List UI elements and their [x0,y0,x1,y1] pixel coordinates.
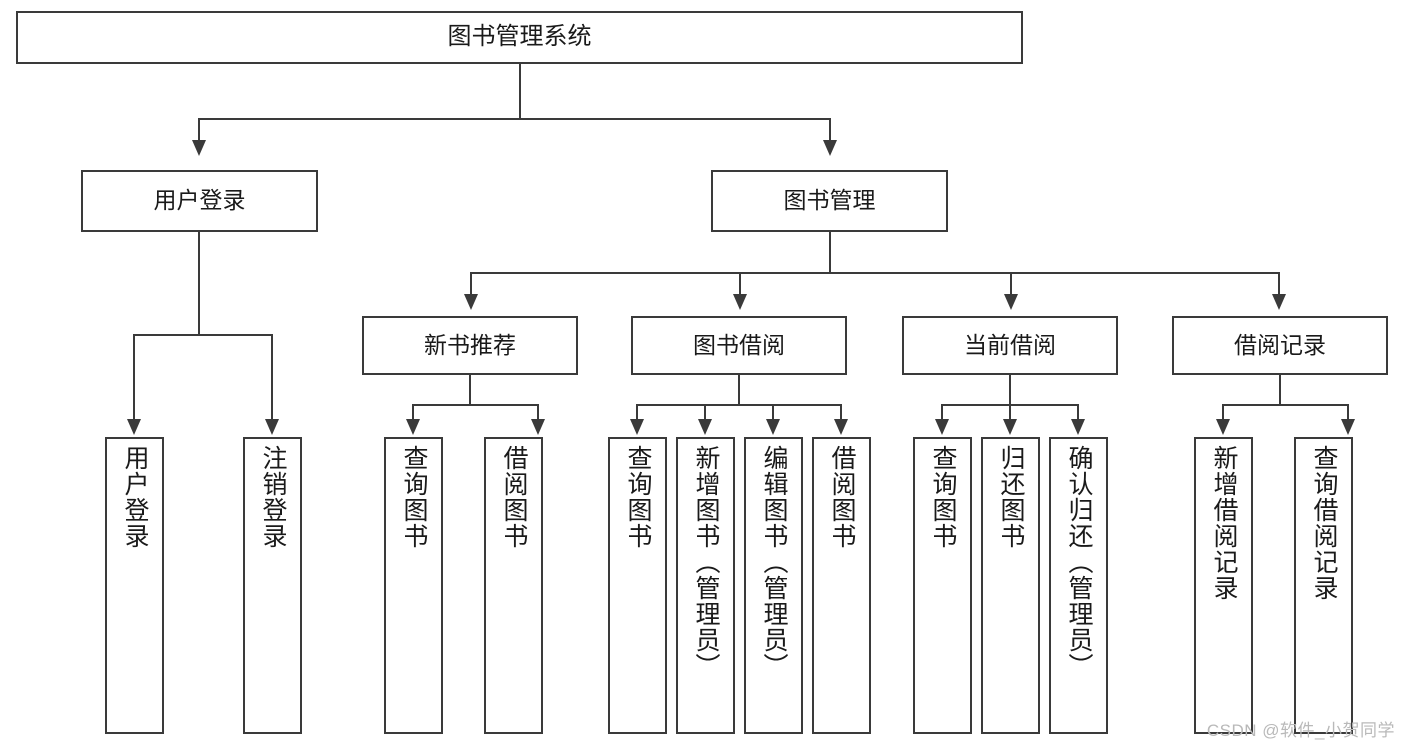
arrowhead-new-book [464,294,478,310]
arrowhead-leaf-borrow-book-1 [531,419,545,435]
edge-user-login-branch-2 [271,334,273,421]
edge-book-borrow-branch-1 [636,404,638,421]
edge-book-borrow-branch-2 [704,404,706,421]
node-label: 新增借阅记录 [1210,445,1238,601]
node-label: 查询图书 [400,445,428,549]
node-label: 借阅图书 [828,445,856,549]
edge-new-book-bus [412,404,539,406]
edge-current-borrow-stem [1009,375,1011,406]
node-current-borrow[interactable]: 当前借阅 [902,316,1118,375]
edge-book-mgmt-stem [829,232,831,274]
node-label: 编辑图书（管理员） [760,445,788,679]
edge-new-book-branch-1 [412,404,414,421]
arrowhead-leaf-edit-book [766,419,780,435]
leaf-user-login[interactable]: 用户登录 [105,437,164,734]
arrowhead-user-login [192,140,206,156]
leaf-confirm-return-admin[interactable]: 确认归还（管理员） [1049,437,1108,734]
arrowhead-book-borrow [733,294,747,310]
arrowhead-leaf-confirm-return [1071,419,1085,435]
edge-current-borrow-branch-2 [1009,404,1011,421]
node-label: 查询图书 [929,445,957,549]
node-book-management[interactable]: 图书管理 [711,170,948,232]
node-label: 确认归还（管理员） [1065,445,1093,679]
edge-root-bus [198,118,831,120]
edge-root-to-book-mgmt [829,118,831,142]
arrowhead-leaf-logout [265,419,279,435]
arrowhead-leaf-return-book [1003,419,1017,435]
arrowhead-leaf-borrow-book-2 [834,419,848,435]
leaf-borrow-book-new[interactable]: 借阅图书 [484,437,543,734]
edge-borrow-record-bus [1222,404,1349,406]
edge-current-borrow-branch-1 [941,404,943,421]
node-label: 图书管理 [783,187,876,214]
leaf-return-book[interactable]: 归还图书 [981,437,1040,734]
edge-book-borrow-bus [636,404,842,406]
node-label: 当前借阅 [964,331,1056,358]
edge-user-login-stem [198,232,200,336]
edge-root-to-user-login [198,118,200,142]
edge-bus-to-book-borrow [739,272,741,296]
arrowhead-leaf-add-record [1216,419,1230,435]
leaf-add-book-admin[interactable]: 新增图书（管理员） [676,437,735,734]
leaf-query-book-borrow[interactable]: 查询图书 [608,437,667,734]
node-label: 新增图书（管理员） [692,445,720,679]
leaf-borrow-book-borrow[interactable]: 借阅图书 [812,437,871,734]
arrowhead-leaf-query-book-1 [406,419,420,435]
edge-user-login-bus [133,334,273,336]
node-root-system[interactable]: 图书管理系统 [16,11,1023,64]
arrowhead-borrow-record [1272,294,1286,310]
leaf-add-borrow-record[interactable]: 新增借阅记录 [1194,437,1253,734]
node-label: 图书管理系统 [447,23,592,51]
arrowhead-leaf-query-book-3 [935,419,949,435]
arrowhead-leaf-query-book-2 [630,419,644,435]
edge-bus-to-new-book [470,272,472,296]
arrowhead-leaf-add-book [698,419,712,435]
edge-new-book-stem [469,375,471,406]
edge-borrow-record-branch-2 [1347,404,1349,421]
edge-user-login-branch-1 [133,334,135,421]
edge-book-mgmt-bus [470,272,1280,274]
node-label: 查询图书 [624,445,652,549]
arrowhead-book-mgmt [823,140,837,156]
leaf-query-borrow-record[interactable]: 查询借阅记录 [1294,437,1353,734]
arrowhead-leaf-query-record [1341,419,1355,435]
leaf-query-book-current[interactable]: 查询图书 [913,437,972,734]
node-user-login[interactable]: 用户登录 [81,170,318,232]
edge-borrow-record-stem [1279,375,1281,406]
leaf-edit-book-admin[interactable]: 编辑图书（管理员） [744,437,803,734]
edge-book-borrow-branch-3 [772,404,774,421]
edge-new-book-branch-2 [537,404,539,421]
edge-bus-to-borrow-record [1278,272,1280,296]
edge-borrow-record-branch-1 [1222,404,1224,421]
node-label: 借阅记录 [1234,331,1326,358]
edge-book-borrow-stem [738,375,740,406]
node-label: 用户登录 [153,187,246,214]
edge-current-borrow-branch-3 [1077,404,1079,421]
node-label: 注销登录 [259,445,287,549]
node-label: 新书推荐 [424,331,516,358]
edge-bus-to-current-borrow [1010,272,1012,296]
edge-root-stem [519,64,521,119]
node-book-borrow[interactable]: 图书借阅 [631,316,847,375]
node-label: 查询借阅记录 [1310,445,1338,601]
leaf-logout[interactable]: 注销登录 [243,437,302,734]
node-label: 图书借阅 [693,331,785,358]
leaf-query-book-new[interactable]: 查询图书 [384,437,443,734]
arrowhead-leaf-user-login [127,419,141,435]
node-borrow-record[interactable]: 借阅记录 [1172,316,1388,375]
node-label: 用户登录 [121,445,149,549]
node-label: 归还图书 [997,445,1025,549]
arrowhead-current-borrow [1004,294,1018,310]
node-new-book-recommend[interactable]: 新书推荐 [362,316,578,375]
edge-book-borrow-branch-4 [840,404,842,421]
node-label: 借阅图书 [500,445,528,549]
